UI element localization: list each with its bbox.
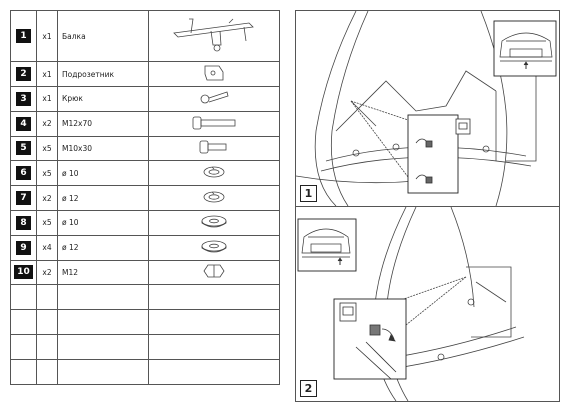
part-name: M12x70 [57,110,149,137]
step-number-2: 2 [300,380,317,397]
short-bolt-icon [196,141,232,158]
part-number: 10 [14,265,33,280]
part-quantity: x5 [36,135,58,162]
socket-bracket-icon [199,65,229,86]
step-2-illustration [297,207,525,401]
empty-row [10,333,280,360]
part-quantity: x1 [36,61,58,87]
car-rear-inset [493,20,557,77]
part-quantity: x5 [36,160,58,187]
part-number: 8 [16,215,31,230]
part-number: 3 [16,91,31,106]
part-name: M12 [57,259,149,286]
flat-washer-icon [199,215,229,232]
part-number: 5 [16,141,31,156]
part-number: 9 [16,240,31,255]
step-number-1: 1 [300,185,317,202]
part-quantity: x2 [36,259,58,286]
part-quantity: x5 [36,209,58,236]
part-name: Подрозетник [57,61,149,87]
long-bolt-icon [189,116,239,134]
part-quantity: x1 [36,86,58,112]
part-name: ø 12 [57,234,149,261]
part-name: M10x30 [57,135,149,162]
part-quantity: x4 [36,234,58,261]
installation-steps: 1 [295,10,560,402]
spring-washer-icon [201,191,227,207]
part-name: ø 10 [57,160,149,187]
step-1-illustration [296,11,557,206]
empty-row [10,284,280,311]
detail-inset [407,114,459,194]
step-panel-2: 2 [296,207,559,401]
empty-row [10,358,280,385]
tow-beam-icon [169,18,259,57]
part-number: 7 [16,191,31,206]
part-name: Крюк [57,86,149,112]
step-panel-1: 1 [296,11,559,207]
part-name: Балка [57,10,149,62]
flat-washer-icon [199,240,229,257]
part-quantity: x1 [36,10,58,62]
empty-row [10,309,280,335]
spring-washer-icon [201,166,227,182]
part-number: 4 [16,116,31,131]
part-number: 6 [16,166,31,181]
part-name: ø 12 [57,185,149,211]
part-number: 1 [16,29,31,43]
car-rear-inset [297,218,357,272]
part-quantity: x2 [36,110,58,137]
hook-icon [197,91,231,110]
part-number: 2 [16,67,31,81]
nut-icon [202,265,226,282]
part-name: ø 10 [57,209,149,236]
part-quantity: x2 [36,185,58,211]
